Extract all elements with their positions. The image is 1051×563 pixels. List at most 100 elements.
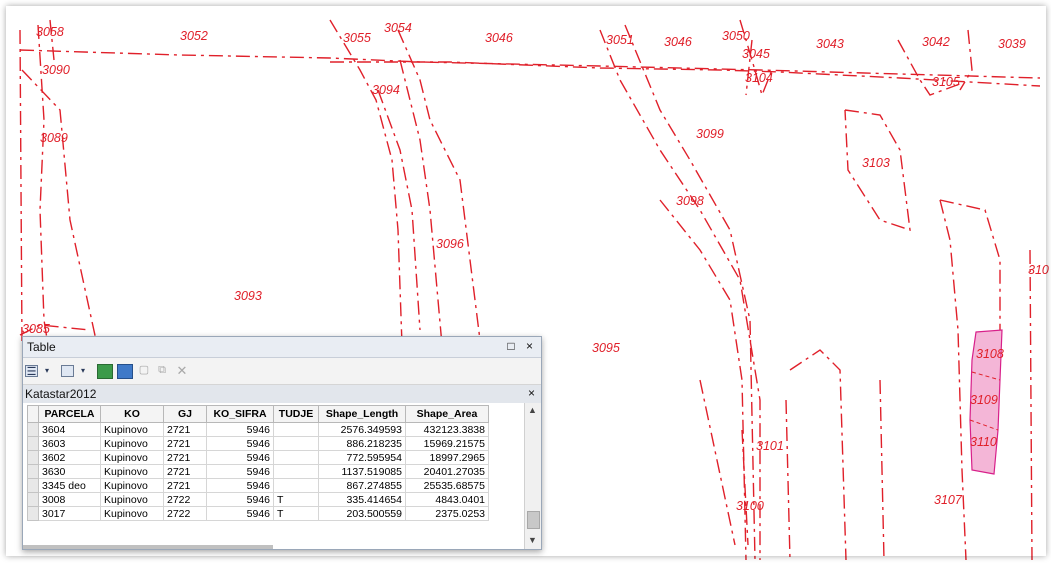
- cell-ko-sifra: 5946: [206, 436, 274, 451]
- table-row[interactable]: 3604 Kupinovo 2721 5946 2576.349593 4321…: [27, 422, 489, 437]
- table-row[interactable]: 3008 Kupinovo 2722 5946 T 335.414654 484…: [27, 492, 489, 507]
- cell-shape-length: 886.218235: [318, 436, 406, 451]
- cell-shape-length: 2576.349593: [318, 422, 406, 437]
- row-selector[interactable]: [27, 422, 39, 437]
- parcel-label: 3050: [722, 29, 750, 43]
- cell-gj: 2721: [163, 436, 207, 451]
- parcel-label: 3039: [998, 37, 1026, 51]
- parcel-label: 3093: [234, 289, 262, 303]
- parcel-label: 3052: [180, 29, 208, 43]
- attribute-grid[interactable]: PARCELA KO GJ KO_SIFRA TUDJE Shape_Lengt…: [23, 403, 541, 549]
- cell-parcela: 3017: [38, 506, 101, 521]
- cell-tudje: [273, 422, 319, 437]
- cell-parcela: 3604: [38, 422, 101, 437]
- parcel-label: 3046: [664, 35, 692, 49]
- parcel-label: 3054: [384, 21, 412, 35]
- select-by-attributes-icon[interactable]: [97, 364, 113, 379]
- window-restore-close-buttons[interactable]: □ ×: [507, 339, 537, 353]
- table-options-icon[interactable]: ☰: [25, 365, 38, 378]
- table-row[interactable]: 3630 Kupinovo 2721 5946 1137.519085 2040…: [27, 464, 489, 479]
- column-header[interactable]: KO_SIFRA: [206, 405, 274, 423]
- parcel-label: 3108: [976, 347, 1004, 361]
- cell-shape-area: 15969.21575: [405, 436, 489, 451]
- layer-tab[interactable]: Katastar2012 ×: [23, 385, 541, 405]
- row-selector[interactable]: [27, 506, 39, 521]
- cell-parcela: 3603: [38, 436, 101, 451]
- cell-ko: Kupinovo: [100, 422, 164, 437]
- column-header[interactable]: KO: [100, 405, 164, 423]
- parcel-label: 3101: [756, 439, 784, 453]
- parcel-label: 3051: [606, 33, 634, 47]
- parcel-label: 3110: [970, 435, 997, 449]
- cell-gj: 2721: [163, 478, 207, 493]
- scroll-thumb[interactable]: [527, 511, 540, 529]
- row-selector[interactable]: [27, 436, 39, 451]
- cell-ko: Kupinovo: [100, 436, 164, 451]
- cell-tudje: [273, 478, 319, 493]
- parcel-label: 3090: [42, 63, 70, 77]
- cell-gj: 2721: [163, 450, 207, 465]
- row-selector[interactable]: [27, 478, 39, 493]
- cell-ko-sifra: 5946: [206, 506, 274, 521]
- layer-tab-label: Katastar2012: [25, 387, 97, 401]
- switch-selection-icon[interactable]: [117, 364, 133, 379]
- parcel-label: 3042: [922, 35, 950, 49]
- column-header[interactable]: PARCELA: [38, 405, 101, 423]
- parcel-label: 3100: [736, 499, 764, 513]
- column-header[interactable]: Shape_Area: [405, 405, 489, 423]
- cell-parcela: 3008: [38, 492, 101, 507]
- parcel-label: 3058: [36, 25, 64, 39]
- column-header[interactable]: GJ: [163, 405, 207, 423]
- row-selector[interactable]: [27, 450, 39, 465]
- clear-selection-icon[interactable]: ▢: [138, 364, 150, 376]
- table-window-title: Table: [27, 340, 56, 354]
- parcel-boundaries: [19, 19, 1041, 561]
- vertical-scrollbar[interactable]: ▲ ▼: [524, 403, 541, 549]
- cell-ko-sifra: 5946: [206, 422, 274, 437]
- selected-parcel-highlight[interactable]: [969, 329, 1003, 475]
- copy-selected-icon[interactable]: ⧉: [158, 364, 166, 376]
- column-header[interactable]: TUDJE: [273, 405, 319, 423]
- parcel-label: 3095: [592, 341, 620, 355]
- cell-shape-length: 335.414654: [318, 492, 406, 507]
- row-selector-header[interactable]: [27, 405, 39, 423]
- row-selector[interactable]: [27, 492, 39, 507]
- delete-selected-icon[interactable]: ✕: [176, 363, 188, 378]
- chevron-down-icon[interactable]: ▾: [80, 366, 85, 375]
- cell-parcela: 3602: [38, 450, 101, 465]
- cell-shape-length: 203.500559: [318, 506, 406, 521]
- attribute-table-window[interactable]: Table □ × ☰ ▾ ▾ ▢ ⧉ ✕ Katastar2012 × PAR…: [22, 336, 542, 550]
- parcel-label: 3098: [676, 194, 704, 208]
- cell-shape-length: 772.595954: [318, 450, 406, 465]
- attribute-table: PARCELA KO GJ KO_SIFRA TUDJE Shape_Lengt…: [27, 405, 489, 521]
- row-selector[interactable]: [27, 464, 39, 479]
- parcel-label: 3099: [696, 127, 724, 141]
- cell-ko: Kupinovo: [100, 492, 164, 507]
- cell-ko: Kupinovo: [100, 478, 164, 493]
- cell-gj: 2721: [163, 464, 207, 479]
- scroll-up-icon[interactable]: ▲: [528, 405, 537, 415]
- related-tables-icon[interactable]: [61, 365, 74, 377]
- cell-ko-sifra: 5946: [206, 492, 274, 507]
- cell-gj: 2721: [163, 422, 207, 437]
- table-row[interactable]: 3345 deo Kupinovo 2721 5946 867.274855 2…: [27, 478, 489, 493]
- table-row[interactable]: 3602 Kupinovo 2721 5946 772.595954 18997…: [27, 450, 489, 465]
- cell-shape-area: 4843.0401: [405, 492, 489, 507]
- table-row[interactable]: 3017 Kupinovo 2722 5946 T 203.500559 237…: [27, 506, 489, 521]
- table-row[interactable]: 3603 Kupinovo 2721 5946 886.218235 15969…: [27, 436, 489, 451]
- cell-shape-area: 20401.27035: [405, 464, 489, 479]
- parcel-label: 3107: [934, 493, 963, 507]
- table-window-titlebar[interactable]: Table □ ×: [23, 337, 541, 358]
- cell-tudje: T: [273, 506, 319, 521]
- horizontal-scrollbar[interactable]: [23, 545, 273, 549]
- parcel-label: 3094: [372, 83, 400, 97]
- cell-tudje: [273, 464, 319, 479]
- close-tab-icon[interactable]: ×: [527, 386, 535, 400]
- column-header[interactable]: Shape_Length: [318, 405, 406, 423]
- cell-parcela: 3630: [38, 464, 101, 479]
- cell-ko-sifra: 5946: [206, 450, 274, 465]
- scroll-down-icon[interactable]: ▼: [528, 535, 537, 545]
- chevron-down-icon[interactable]: ▾: [44, 366, 49, 375]
- cell-tudje: [273, 436, 319, 451]
